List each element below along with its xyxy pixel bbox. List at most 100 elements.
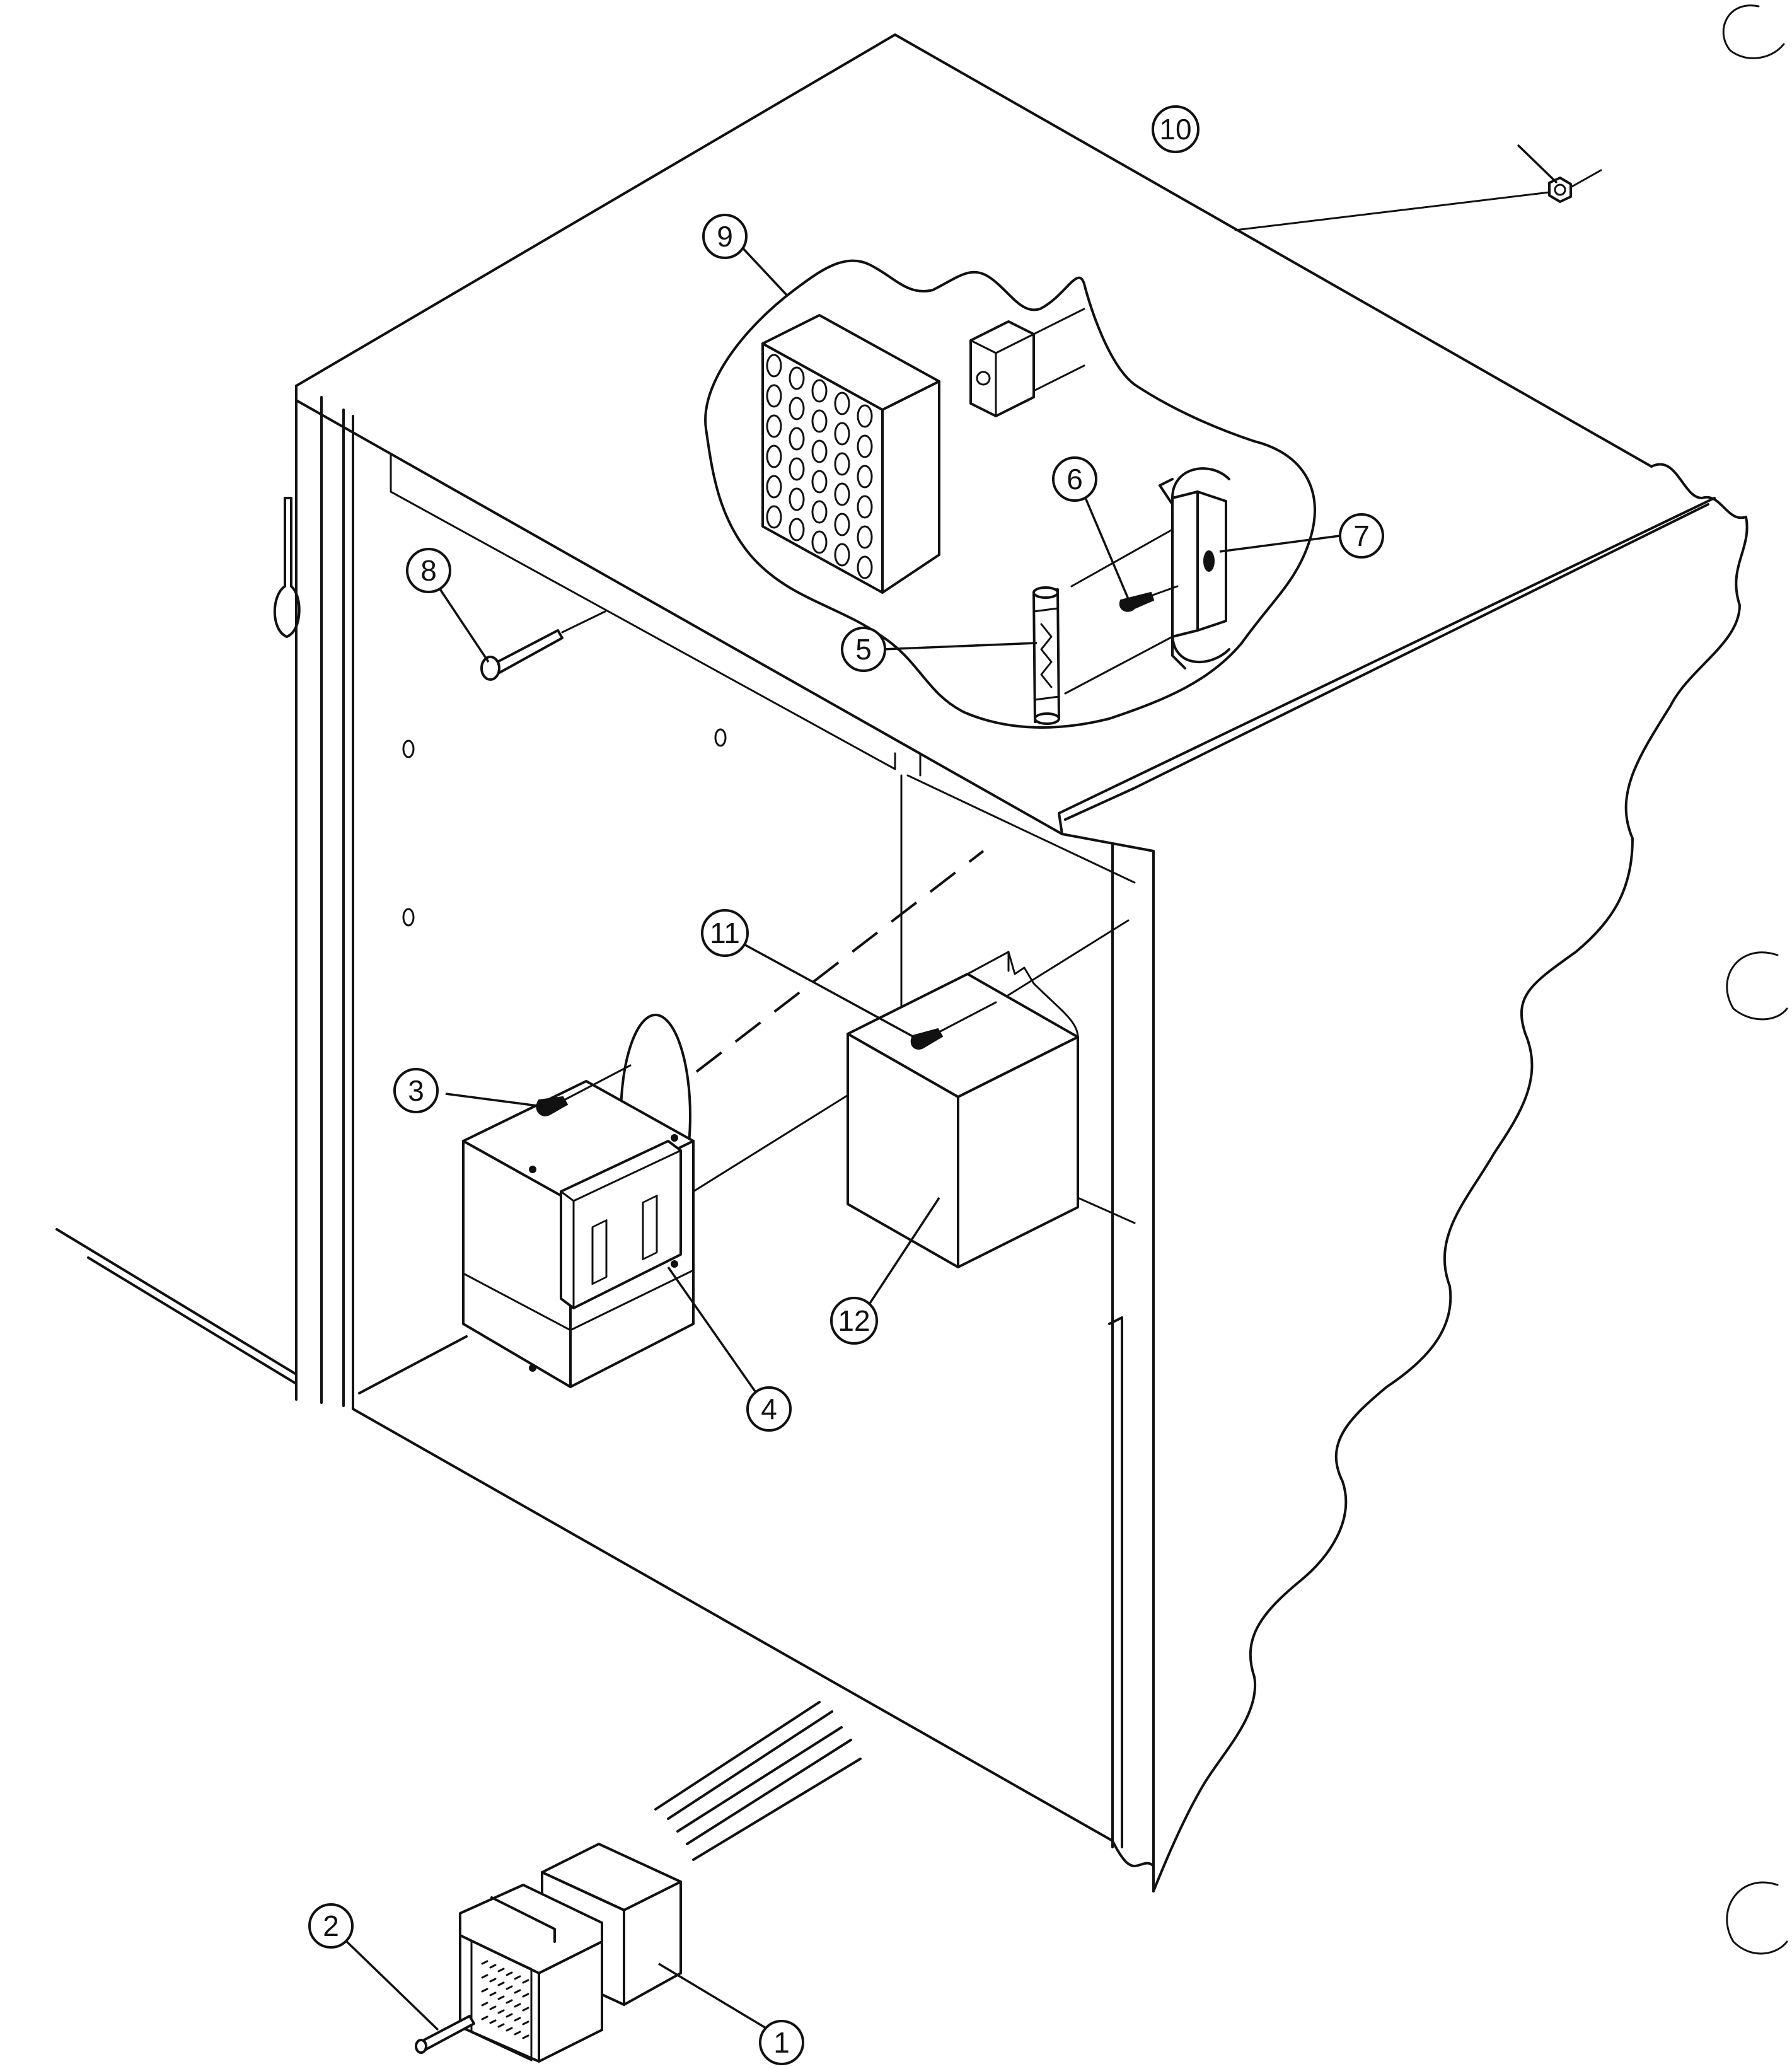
callout-1: 1 [759, 2020, 804, 2065]
fuse-holder-bracket [1064, 467, 1230, 695]
perforation-hole [789, 397, 805, 420]
callout-5-label: 5 [855, 633, 872, 666]
perforation-hole [766, 354, 782, 378]
connector-pin-slot [481, 2015, 488, 2020]
cabinet-handle [273, 497, 301, 638]
perforation-hole [766, 444, 782, 468]
perforation-holes [766, 354, 873, 579]
connector-pin-slot [481, 1974, 488, 1979]
connector-pin-slot [481, 1988, 488, 1993]
perforation-hole [834, 422, 850, 446]
perforation-hole [834, 452, 850, 476]
perforation-hole [789, 366, 805, 390]
perforation-hole [834, 543, 850, 567]
connector-pin-slot [497, 1968, 505, 1973]
callout-11: 11 [701, 909, 749, 957]
perforation-hole [857, 555, 873, 579]
callout-9: 9 [702, 214, 748, 259]
capacitor-screw [910, 1001, 997, 1050]
connector-pin-grid [481, 1960, 529, 2039]
connector-pin-slot [506, 2027, 513, 2032]
perforation-hole [789, 427, 805, 451]
transformer-box [462, 850, 985, 1388]
callout-10: 10 [1152, 105, 1199, 153]
callout-5: 5 [841, 627, 886, 672]
perforation-hole [766, 505, 782, 529]
perforation-hole [834, 513, 850, 536]
connector-pin-slot [522, 2007, 529, 2012]
connector-pin-slot [514, 2031, 521, 2036]
perforation-hole [789, 487, 805, 511]
callout-4: 4 [746, 1386, 792, 1432]
callout-8: 8 [406, 548, 451, 593]
perforation-hole [789, 518, 805, 542]
capacitor-box [847, 951, 1079, 1268]
hex-nut [1234, 169, 1602, 231]
perforation-hole [789, 457, 805, 481]
cutaway-outline [704, 259, 1316, 729]
leader-lines [342, 144, 1558, 2031]
connector-pin-slot [497, 1981, 505, 1986]
connector-pin-slot [497, 2023, 505, 2028]
cabinet-body [55, 33, 1749, 1892]
perforated-component-box [704, 259, 1316, 729]
callout-3: 3 [393, 1068, 439, 1113]
callout-11-label: 11 [710, 917, 740, 949]
callout-2-label: 2 [323, 1910, 339, 1942]
connector-pin-slot [514, 2017, 521, 2022]
cabinet-torn-edge [1152, 463, 1749, 1892]
perforation-hole [766, 384, 782, 408]
callout-12: 12 [830, 1297, 878, 1345]
connector-pin-slot [489, 1978, 497, 1983]
mounting-screw-upper [480, 610, 606, 681]
connector-pin-slot [489, 2019, 497, 2024]
transformer-screw [536, 1064, 632, 1116]
perforation-hole [766, 475, 782, 499]
connector-pin-slot [489, 2005, 497, 2010]
perforation-hole [811, 470, 828, 494]
perforation-hole [811, 439, 828, 463]
callout-7: 7 [1339, 513, 1384, 559]
connector-pin-slot [489, 1991, 497, 1997]
connector-pin-slot [506, 2013, 513, 2018]
connector-pin-slot [522, 1993, 529, 1998]
perforation-hole [857, 495, 873, 519]
connector-pin-slot [522, 2034, 529, 2039]
callout-4-label: 4 [761, 1393, 777, 1425]
connector-pin-slot [506, 1985, 513, 1990]
connector-pin-slot [514, 1989, 521, 1994]
cabinet-top-panel [295, 33, 1653, 468]
callouts: 1 2 3 4 5 6 7 8 [308, 105, 1384, 2065]
perforation-hole [811, 530, 828, 554]
connector-pin-slot [522, 1979, 529, 1984]
connector-pin-slot [481, 1960, 488, 1965]
callout-6: 6 [1052, 456, 1097, 502]
connector-pin-slot [497, 1995, 505, 2000]
perforation-hole [811, 500, 828, 524]
perforation-hole [857, 404, 873, 428]
connector-pin-slot [514, 2003, 521, 2008]
perforation-hole [811, 379, 828, 403]
connector-pin [415, 2015, 475, 2054]
connector-pin-slot [506, 1999, 513, 2004]
perforation-hole [857, 465, 873, 489]
callout-9-label: 9 [717, 220, 733, 253]
callout-1-label: 1 [773, 2026, 790, 2059]
connector-pin-slot [497, 2009, 505, 2014]
perforation-hole [811, 409, 828, 433]
callout-10-label: 10 [1159, 113, 1191, 146]
perforation-hole [857, 525, 873, 549]
perforation-hole [834, 482, 850, 506]
callout-2: 2 [308, 1903, 354, 1949]
callout-8-label: 8 [420, 554, 437, 587]
punch-hole-marks [1722, 4, 1788, 1955]
connector-pin-slot [514, 1975, 521, 1980]
connector-pin-slot [522, 2020, 529, 2026]
fuse-holder-screw [1119, 585, 1179, 612]
perforation-hole [766, 414, 782, 438]
callout-12-label: 12 [838, 1304, 870, 1337]
callout-3-label: 3 [408, 1074, 424, 1107]
connector-pin-slot [481, 2002, 488, 2007]
connector-pin-slot [506, 1971, 513, 1976]
